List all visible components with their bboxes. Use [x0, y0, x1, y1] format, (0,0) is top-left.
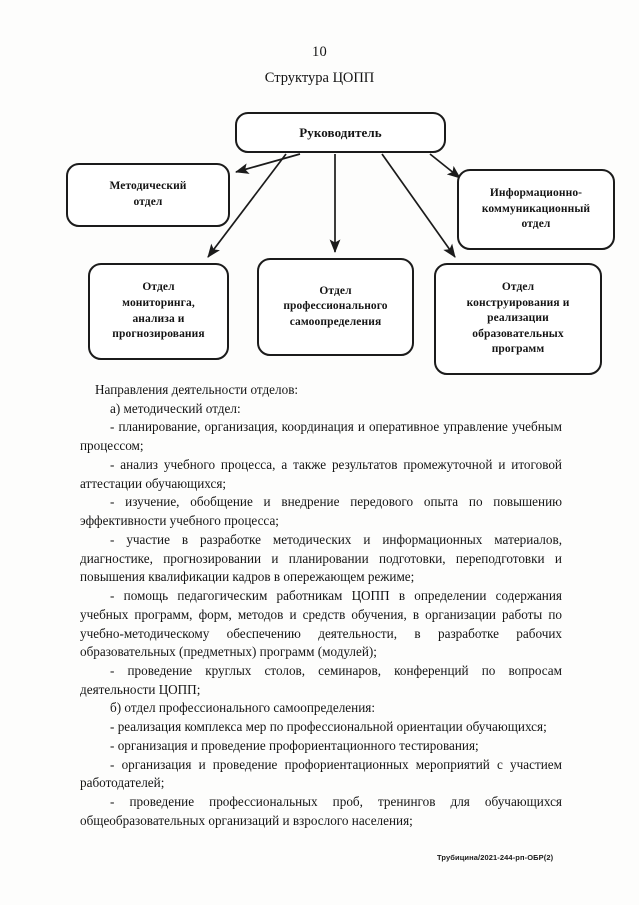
edge-root-construction — [381, 153, 456, 258]
node-rukovoditel-label: Руководитель — [299, 124, 382, 140]
edge-root-monitoring — [207, 153, 287, 258]
body-text: Направления деятельности отделов: а) мет… — [80, 381, 562, 831]
list-item: - планирование, организация, координация… — [80, 419, 562, 454]
list-item: - изучение, обобщение и внедрение передо… — [80, 494, 562, 529]
list-item: - проведение круглых столов, семинаров, … — [80, 663, 562, 697]
list-item: - проведение профессиональных проб, трен… — [80, 794, 562, 828]
list-item: - участие в разработке методических и ин… — [80, 531, 562, 585]
paragraph-section-b: б) отдел профессионального самоопределен… — [110, 700, 375, 716]
page-number: 10 — [312, 44, 327, 60]
list-item: - организация и проведение профориентаци… — [110, 737, 479, 753]
edge-root-methodical — [235, 153, 301, 174]
footer-reference: Трубицина/2021-244-рп-ОБР(2) — [437, 853, 554, 862]
page-title: Структура ЦОПП — [264, 70, 375, 86]
list-item: - реализация комплекса мер по профессион… — [110, 719, 547, 735]
paragraph-intro: Направления деятельности отделов: — [95, 382, 299, 397]
list-item: - организация и проведение профориентаци… — [80, 756, 562, 791]
paragraph-section-a: а) методический отдел: — [110, 400, 241, 416]
list-item: - анализ учебного процесса, а также резу… — [80, 456, 562, 491]
edge-root-info — [429, 153, 461, 179]
list-item: - помощь педагогическим работникам ЦОПП … — [80, 588, 562, 660]
node-rukovoditel: Руководитель — [235, 112, 446, 153]
org-chart-connectors — [207, 153, 461, 258]
